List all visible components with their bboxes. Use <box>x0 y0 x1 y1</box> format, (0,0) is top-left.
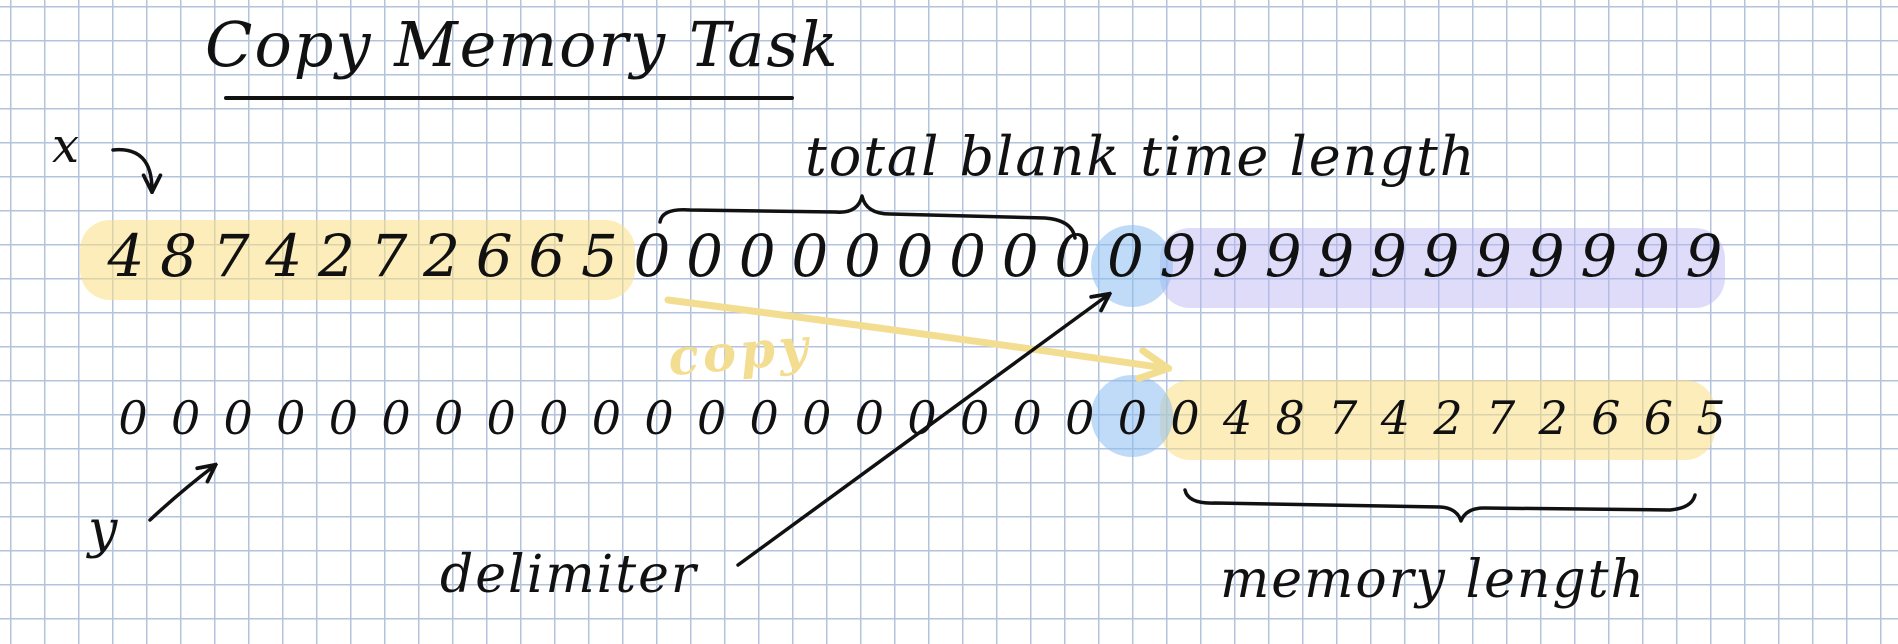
y-seq-digit: 0 <box>1065 391 1095 445</box>
x-seq-digit: 9 <box>1159 222 1197 290</box>
x-seq-digit: 4 <box>265 222 303 290</box>
x-seq-digit: 5 <box>580 222 618 290</box>
x-seq-digit: 0 <box>1054 222 1092 290</box>
x-seq-digit: 2 <box>423 222 461 290</box>
y-seq-digit: 7 <box>1328 391 1358 445</box>
x-seq-digit: 9 <box>1632 222 1670 290</box>
x-label: x <box>52 118 82 174</box>
y-seq-digit: 0 <box>644 391 674 445</box>
x-seq-digit: 9 <box>1475 222 1513 290</box>
x-seq-digit: 7 <box>370 222 408 290</box>
y-seq-digit: 0 <box>170 391 201 445</box>
y-label: y <box>88 500 120 560</box>
x-seq-digit: 0 <box>843 222 881 290</box>
x-seq-digit: 0 <box>949 222 987 290</box>
y-seq-digit: 0 <box>539 391 569 445</box>
y-seq-digit: 0 <box>1170 391 1200 445</box>
x-seq-digit: 6 <box>475 222 513 290</box>
x-seq-digit: 0 <box>686 222 724 290</box>
y-seq-digit: 0 <box>381 391 411 445</box>
y-seq-digit: 0 <box>854 391 885 445</box>
y-seq-digit: 0 <box>276 391 306 445</box>
y-seq-digit: 5 <box>1696 391 1726 445</box>
total-blank-label: total blank time length <box>805 125 1477 188</box>
y-seq-digit: 2 <box>1433 391 1463 445</box>
x-seq-digit: 9 <box>1369 222 1407 290</box>
y-seq-digit: 0 <box>591 391 622 445</box>
x-data-highlight <box>80 220 635 300</box>
y-seq-digit: 0 <box>802 391 832 445</box>
title-underline <box>224 96 794 100</box>
x-seq-digit: 0 <box>791 222 829 290</box>
x-seq-digit: 9 <box>1685 222 1723 290</box>
y-seq-digit: 0 <box>696 391 727 445</box>
x-seq-digit: 7 <box>212 222 250 290</box>
y-seq-digit: 0 <box>486 391 516 445</box>
y-arrow <box>148 466 214 522</box>
y-seq-digit: 0 <box>907 391 937 445</box>
blank-brace <box>658 194 1077 240</box>
memory-length-label: memory length <box>1220 550 1647 610</box>
x-seq-digit: 9 <box>1264 222 1302 290</box>
x-seq-digit: 0 <box>1001 222 1039 290</box>
page-title: Copy Memory Task <box>205 8 840 81</box>
x-seq-digit: 9 <box>1527 222 1565 290</box>
delimiter-label: delimiter <box>440 545 698 605</box>
x-arrow <box>111 147 152 190</box>
x-seq-digit: 9 <box>1422 222 1460 290</box>
y-seq-digit: 2 <box>1538 391 1568 445</box>
y-seq-digit: 0 <box>749 391 779 445</box>
copy-arrow <box>664 296 1165 368</box>
x-seq-digit: 0 <box>738 222 776 290</box>
x-seq-digit: 0 <box>896 222 934 290</box>
x-seq-digit: 0 <box>633 222 671 290</box>
x-seq-digit: 4 <box>107 222 145 290</box>
y-seq-digit: 6 <box>1643 391 1674 445</box>
memory-brace <box>1183 488 1697 523</box>
y-seq-digit: 0 <box>1012 391 1042 445</box>
y-data-highlight <box>1160 380 1715 460</box>
y-seq-digit: 0 <box>223 391 253 445</box>
x-seq-digit: 8 <box>160 222 198 290</box>
y-seq-digit: 0 <box>328 391 359 445</box>
x-seq-digit: 0 <box>1106 222 1144 290</box>
y-seq-digit: 4 <box>1380 391 1411 445</box>
x-seq-digit: 9 <box>1580 222 1618 290</box>
y-seq-digit: 8 <box>1275 391 1305 445</box>
y-seq-digit: 0 <box>959 391 990 445</box>
y-seq-digit: 7 <box>1485 391 1516 445</box>
y-seq-digit: 0 <box>118 391 148 445</box>
x-seq-digit: 6 <box>528 222 566 290</box>
x-seq-digit: 9 <box>1317 222 1355 290</box>
y-seq-digit: 6 <box>1591 391 1621 445</box>
delimiter-arrow <box>736 295 1108 567</box>
delimiter-highlight-y <box>1091 375 1173 457</box>
y-seq-digit: 4 <box>1222 391 1253 445</box>
x-seq-digit: 9 <box>1212 222 1250 290</box>
x-seq-digit: 2 <box>317 222 355 290</box>
x-nines-highlight <box>1160 228 1725 308</box>
y-seq-digit: 0 <box>433 391 464 445</box>
y-seq-digit: 0 <box>1117 391 1148 445</box>
